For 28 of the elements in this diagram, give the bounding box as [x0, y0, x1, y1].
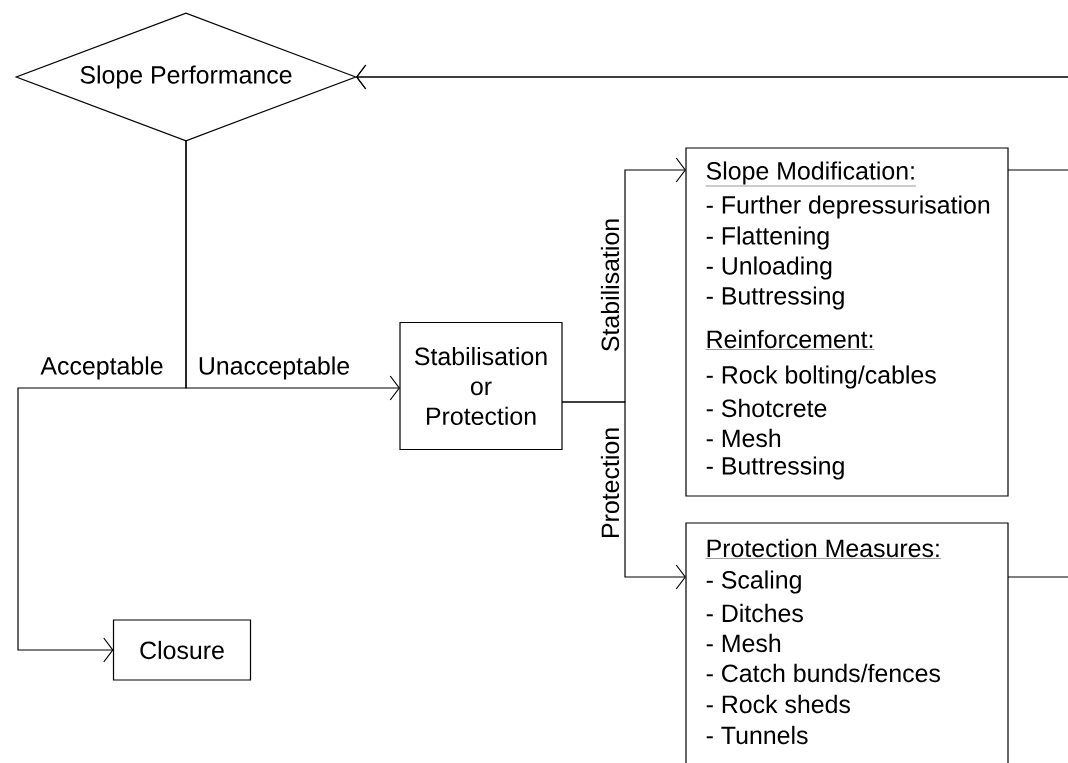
edge-label: Unacceptable: [196, 355, 352, 381]
list-item: - Mesh: [706, 428, 781, 448]
list-item: - Further depressurisation: [706, 195, 990, 219]
list-item: - Ditches: [706, 603, 803, 623]
edge-label: Protection: [599, 425, 621, 541]
arrow: [185, 140, 400, 401]
list-item: - Tunnels: [706, 725, 808, 745]
list-item: - Buttressing: [706, 456, 844, 480]
process-box: Closure: [112, 619, 252, 681]
list-item: - Shotcrete: [706, 398, 827, 418]
arrow: [356, 64, 1068, 578]
edge-label: Stabilisation: [599, 216, 621, 354]
list-box: [685, 147, 1009, 497]
list-item: - Flattening: [706, 226, 829, 250]
list-box: [685, 522, 1009, 763]
list-item: - Buttressing: [706, 286, 844, 310]
list-heading: Slope Modification:: [705, 161, 917, 187]
list-item: - Catch bunds/fences: [706, 663, 940, 683]
list-item: - Unloading: [706, 256, 832, 280]
list-heading: Reinforcement:: [705, 329, 875, 350]
arrow: [561, 401, 686, 590]
list-item: - Rock sheds: [706, 694, 850, 714]
list-item: - Scaling: [706, 570, 801, 594]
list-item: - Mesh: [706, 633, 781, 653]
edge-label: Acceptable: [39, 355, 165, 381]
process-box: Stabilisation or Protection: [399, 321, 563, 451]
list-heading: Protection Measures:: [705, 538, 942, 559]
list-item: - Rock bolting/cables: [706, 365, 936, 389]
